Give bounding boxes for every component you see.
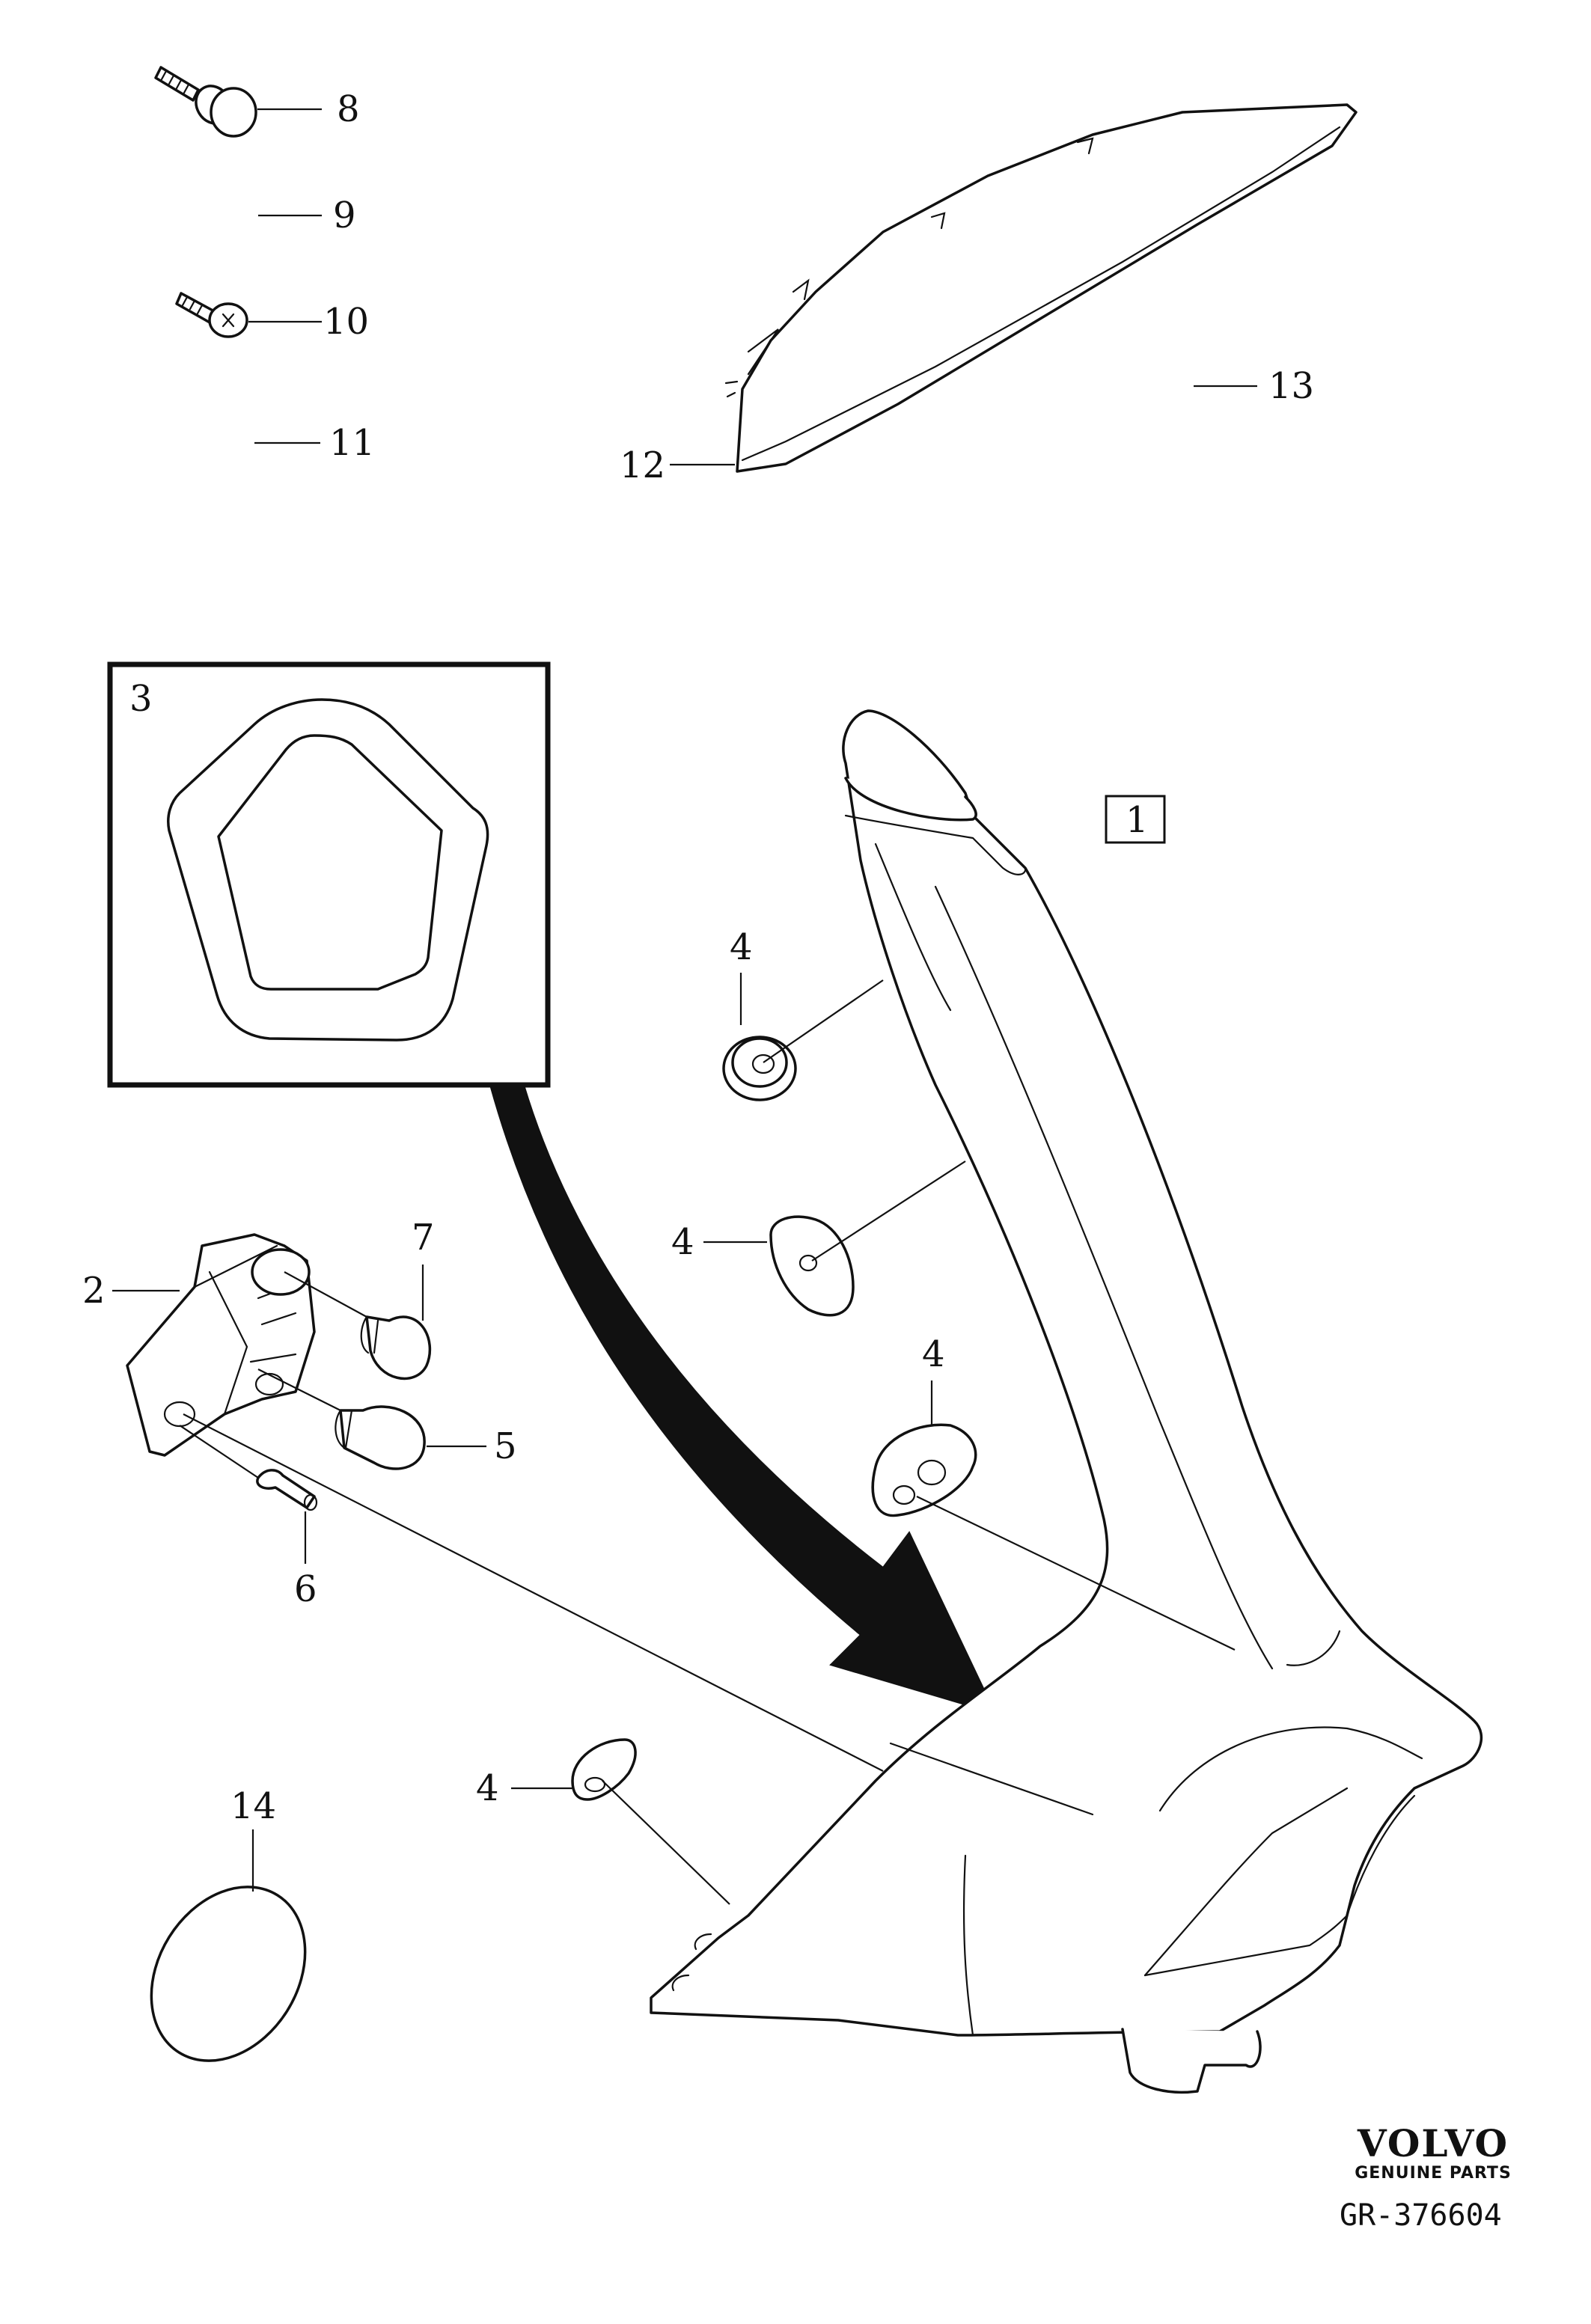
callout-1-box	[1105, 795, 1166, 844]
logo-subtitle: GENUINE PARTS	[1355, 2164, 1512, 2183]
leader-4-b	[811, 1161, 966, 1262]
callout-8: 8	[337, 88, 360, 130]
leader-4-d	[602, 1780, 730, 1905]
callout-3: 3	[129, 678, 153, 720]
callout-2: 2	[82, 1270, 106, 1312]
callout-11: 11	[329, 422, 375, 464]
detail-pointer-arrow	[489, 1084, 997, 1715]
bolt-part-8[interactable]	[154, 66, 322, 138]
bulb-holder-part-2[interactable]	[126, 1233, 316, 1457]
callout-4-a: 4	[730, 926, 753, 968]
cover-part-14[interactable]	[120, 1859, 336, 2090]
callout-7: 7	[412, 1217, 435, 1259]
bulb-part-7[interactable]	[284, 1271, 432, 1380]
grommet-part-4-b[interactable]	[769, 1215, 855, 1317]
gasket-detail-box: 3	[107, 661, 551, 1088]
callout-13: 13	[1268, 365, 1314, 407]
leader-2	[183, 1413, 884, 1772]
screw-part-10[interactable]	[175, 292, 322, 338]
callout-6: 6	[294, 1568, 317, 1610]
callout-1: 1	[1126, 799, 1149, 841]
callout-4-b: 4	[671, 1221, 694, 1263]
volvo-logo: VOLVO	[1357, 2121, 1509, 2165]
diagram-reference: GR-376604	[1340, 2198, 1502, 2233]
gasket-part-3[interactable]	[167, 698, 489, 1042]
callout-4-d: 4	[476, 1767, 499, 1809]
callout-10: 10	[323, 301, 369, 343]
grommet-part-4-a[interactable]	[722, 1036, 797, 1101]
leader-4-c	[916, 1496, 1236, 1651]
callout-9: 9	[333, 195, 356, 236]
leader-4-a	[763, 979, 884, 1063]
callout-5: 5	[494, 1425, 517, 1467]
tail-lamp-part-1[interactable]	[650, 709, 1483, 2094]
brake-light-part-12[interactable]	[724, 103, 1358, 473]
bulb-part-6[interactable]	[179, 1425, 318, 1511]
bulb-part-5[interactable]	[257, 1369, 426, 1470]
grommet-part-4-d[interactable]	[571, 1738, 637, 1801]
callout-12: 12	[620, 444, 665, 486]
callout-4-c: 4	[922, 1333, 945, 1375]
grommet-part-4-c[interactable]	[871, 1423, 977, 1517]
callout-14: 14	[230, 1785, 276, 1827]
